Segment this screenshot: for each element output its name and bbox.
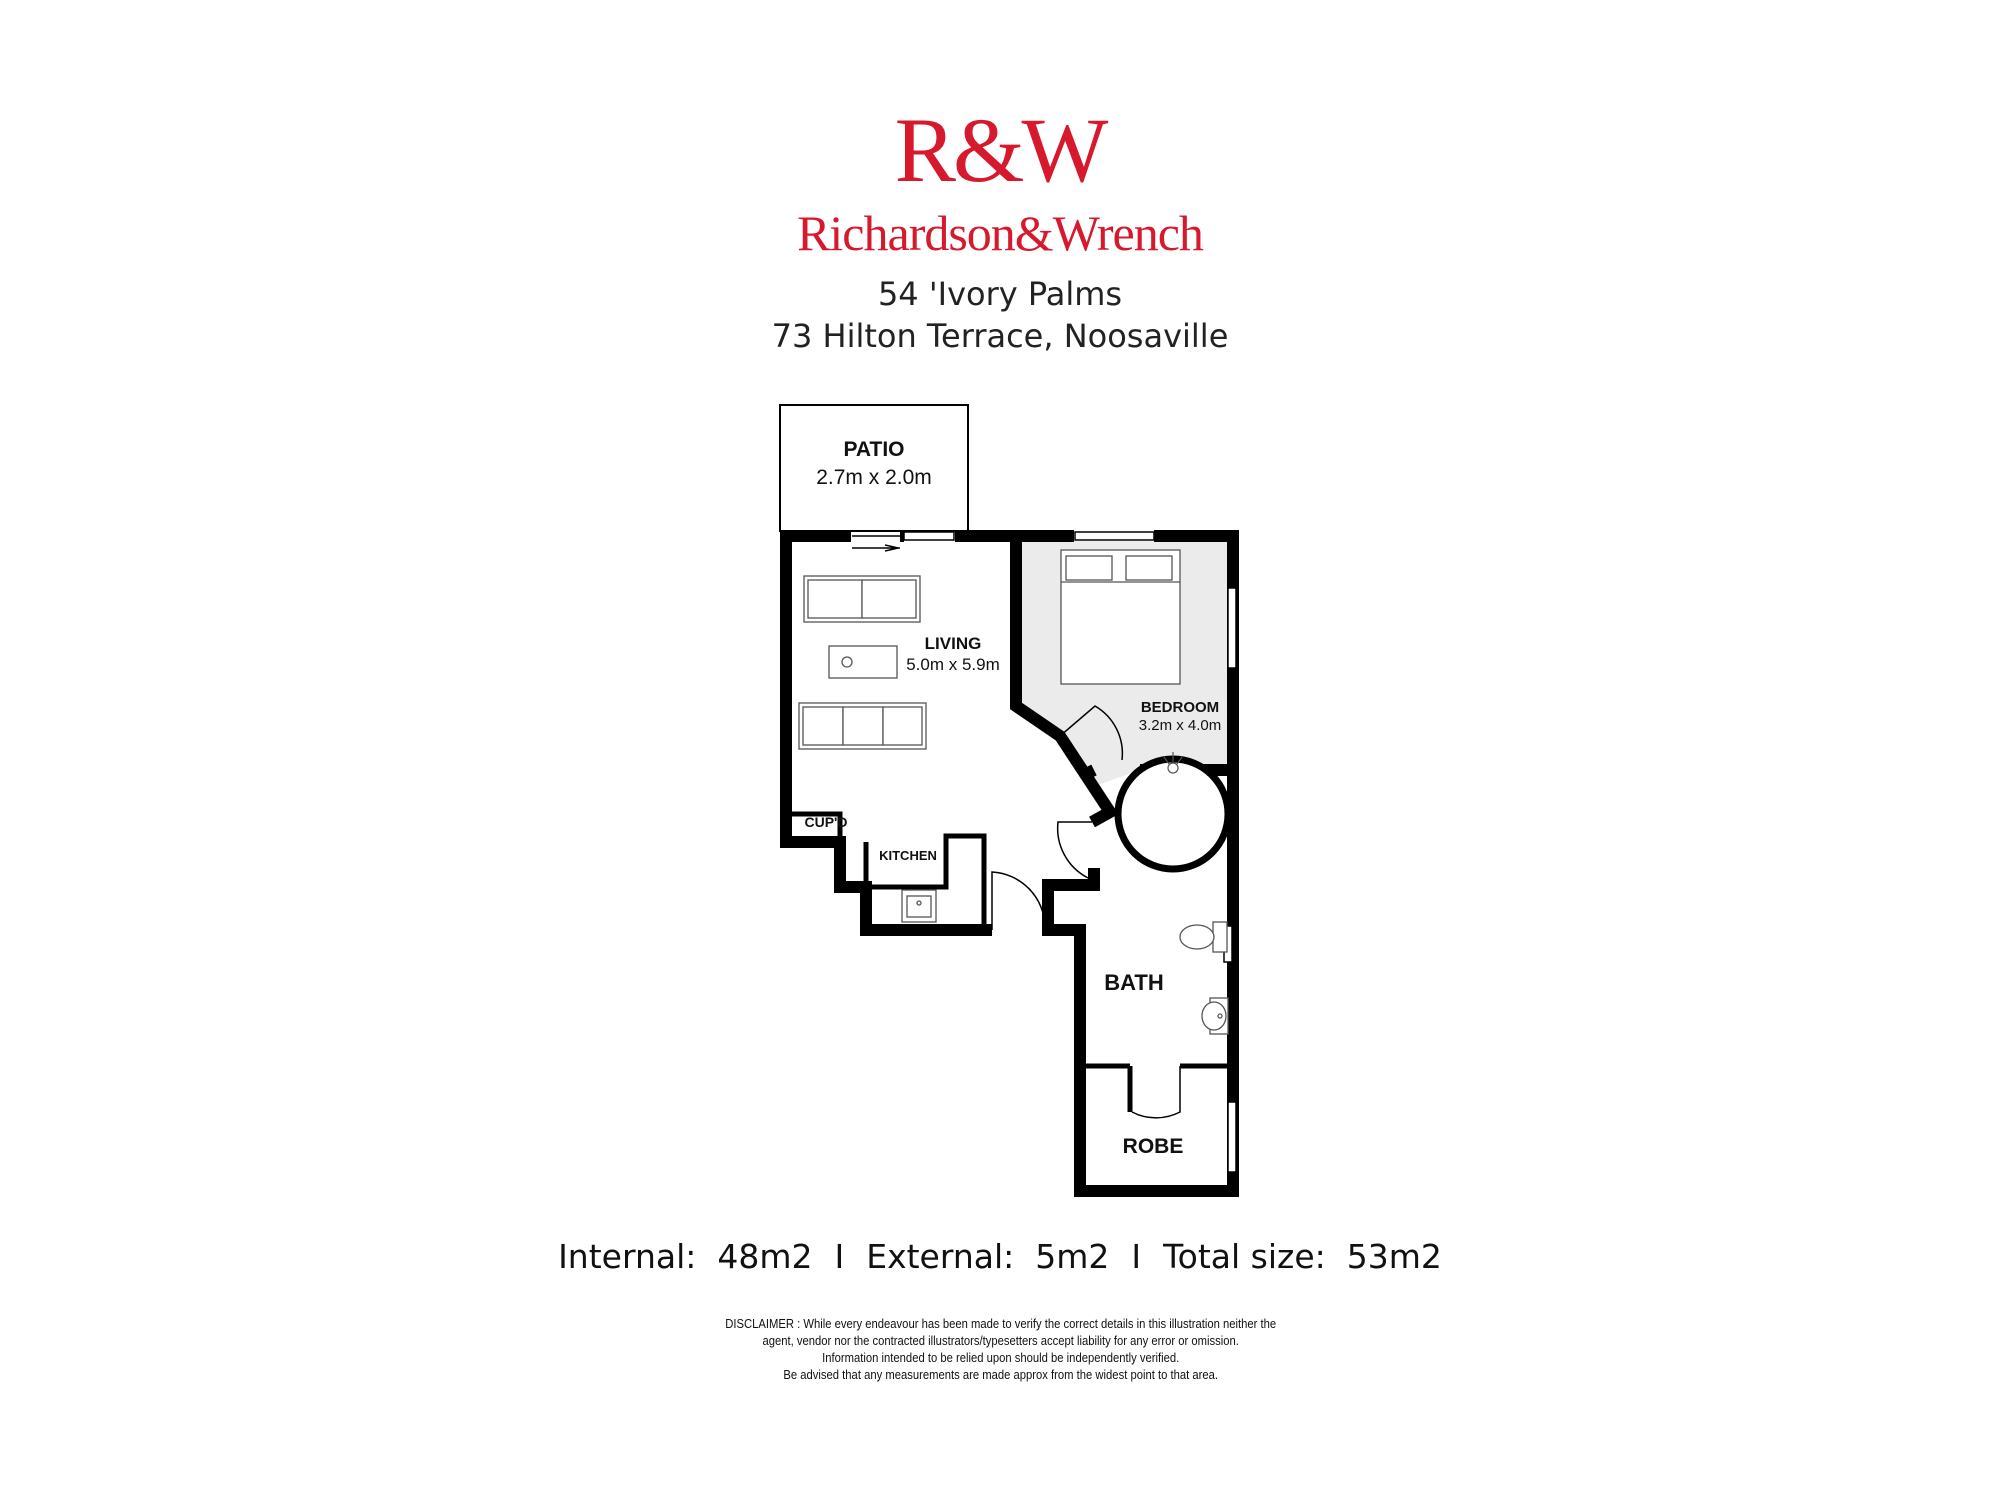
- disclaimer-line: agent, vendor nor the contracted illustr…: [762, 1334, 1239, 1348]
- separator: I: [834, 1237, 845, 1276]
- bath-label: BATH: [1104, 970, 1163, 995]
- sofa-icon: [803, 575, 921, 623]
- door-swings: [991, 705, 1181, 1119]
- external-size: External: 5m2: [866, 1237, 1110, 1276]
- address-line-1: 54 'Ivory Palms: [877, 275, 1123, 313]
- address-line-2: 73 Hilton Terrace, Noosaville: [771, 317, 1229, 355]
- internal-size: Internal: 48m2: [558, 1237, 813, 1276]
- robe-label: ROBE: [1123, 1135, 1184, 1158]
- interior-walls: [792, 811, 1230, 1112]
- brand-logo-mark: R&W: [894, 99, 1109, 201]
- bedroom-dims: 3.2m x 4.0m: [1139, 717, 1222, 734]
- disclaimer-line: Information intended to be relied upon s…: [822, 1351, 1180, 1365]
- toilet-icon: [1179, 921, 1228, 953]
- bedroom-label: BEDROOM: [1141, 699, 1219, 716]
- brand-logo-name: Richardson&Wrench: [797, 205, 1204, 261]
- living-label: LIVING: [925, 634, 982, 653]
- patio-label: PATIO: [843, 438, 904, 461]
- sliding-door: [852, 535, 900, 552]
- sink-icon: [901, 889, 937, 923]
- shower-enclosure: [1114, 755, 1232, 873]
- cupd-label: CUP'D: [805, 814, 848, 830]
- basin-icon: [1201, 997, 1229, 1035]
- total-size: Total size: 53m2: [1163, 1237, 1442, 1276]
- patio-dims: 2.7m x 2.0m: [816, 466, 932, 489]
- coffee-table-icon: [828, 645, 898, 679]
- windows: [903, 531, 1237, 1173]
- bed-icon: [1060, 549, 1181, 685]
- shower-head-icon: [1163, 752, 1183, 774]
- disclaimer: DISCLAIMER : While every endeavour has b…: [101, 1316, 1901, 1384]
- size-summary: Internal: 48m2 I External: 5m2 I Total size:…: [0, 1240, 2000, 1273]
- disclaimer-line: DISCLAIMER : While every endeavour has b…: [725, 1317, 1277, 1331]
- living-dims: 5.0m x 5.9m: [906, 655, 1000, 674]
- lounge-sofa-icon: [798, 702, 927, 750]
- kitchen-label: KITCHEN: [879, 848, 937, 863]
- disclaimer-line: Be advised that any measurements are mad…: [783, 1368, 1219, 1382]
- separator: I: [1131, 1237, 1142, 1276]
- patio-outline: [779, 404, 969, 532]
